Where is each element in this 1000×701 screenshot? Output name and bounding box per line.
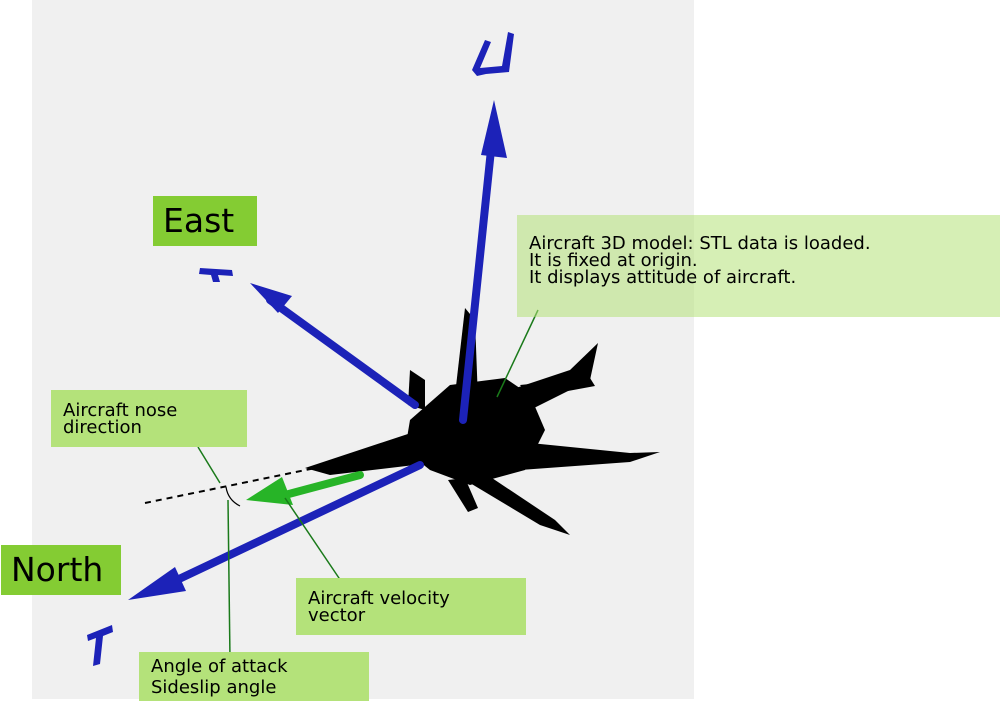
- nose-note-line-2: direction: [63, 417, 142, 438]
- angles-note: Angle of attack Sideslip angle: [139, 652, 369, 701]
- leader-model: [496, 309, 539, 398]
- leader-velocity: [284, 497, 344, 585]
- velocity-vector: [246, 471, 364, 505]
- aircraft-ventral-fin: [448, 478, 478, 512]
- axis-north-glyph: [87, 625, 113, 666]
- axis-north: [87, 461, 424, 666]
- angle-arc: [225, 486, 241, 507]
- axis-up-shaft: [459, 146, 495, 424]
- leader-angles: [227, 499, 231, 661]
- axis-north-shaft: [156, 461, 424, 592]
- model-note-line-1: Aircraft 3D model: STL data is loaded.: [529, 233, 871, 254]
- axis-up-arrowhead: [481, 100, 507, 158]
- velocity-shaft: [281, 471, 364, 499]
- axis-east-glyph: [199, 268, 233, 282]
- velocity-note-line-1: Aircraft velocity: [308, 588, 450, 609]
- model-note-line-2: It is fixed at origin.: [529, 250, 698, 271]
- axis-up: [459, 32, 514, 424]
- axis-up-glyph-z: [472, 32, 514, 76]
- nose-direction-line: [144, 464, 331, 504]
- angles-note-line-2: Sideslip angle: [151, 677, 277, 698]
- axis-east-arrowhead: [250, 283, 292, 313]
- axis-north-arrowhead: [128, 567, 186, 600]
- aircraft-wing-upper: [480, 343, 598, 410]
- aircraft-wing-upper-pod: [520, 378, 595, 398]
- east-label: East: [153, 196, 257, 246]
- aircraft-wing-right: [500, 440, 660, 470]
- aircraft-wing-lower: [465, 470, 570, 535]
- aircraft-model: [305, 308, 660, 535]
- velocity-note: Aircraft velocity vector: [296, 578, 526, 635]
- aircraft-nose: [305, 430, 440, 475]
- nose-note: Aircraft nose direction: [51, 390, 247, 447]
- leader-nose: [197, 446, 221, 484]
- axis-east-shaft: [266, 296, 419, 409]
- model-note-line-3: It displays attitude of aircraft.: [529, 267, 797, 288]
- nose-note-line-1: Aircraft nose: [63, 400, 178, 421]
- axis-east: [199, 268, 419, 409]
- model-note: Aircraft 3D model: STL data is loaded. I…: [517, 215, 1000, 317]
- angles-note-line-1: Angle of attack: [151, 656, 288, 677]
- north-label: North: [1, 545, 121, 595]
- velocity-note-line-2: vector: [308, 605, 366, 626]
- velocity-arrowhead: [246, 477, 293, 505]
